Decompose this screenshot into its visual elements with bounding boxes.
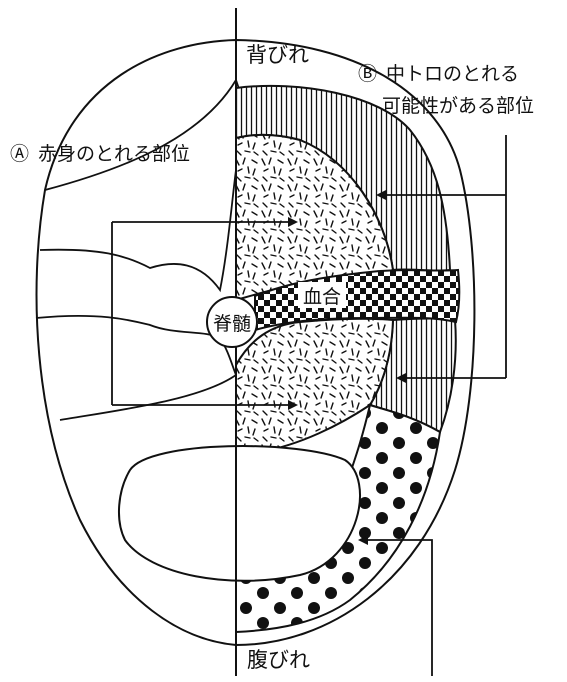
b-marker: Ⓑ — [358, 63, 377, 85]
belly-cavity — [119, 446, 360, 581]
a-marker: Ⓐ — [10, 143, 29, 165]
spinal-cord-label: 脊髄 — [213, 313, 251, 335]
b-description-line2: 可能性がある部位 — [382, 95, 534, 117]
ventral-fin-label: 腹びれ — [247, 648, 310, 672]
dark-meat-label: 血合 — [303, 286, 341, 308]
dorsal-fin-label: 背びれ — [246, 43, 309, 67]
a-description: 赤身のとれる部位 — [38, 143, 190, 165]
b-description-line1: 中トロのとれる — [386, 63, 519, 85]
